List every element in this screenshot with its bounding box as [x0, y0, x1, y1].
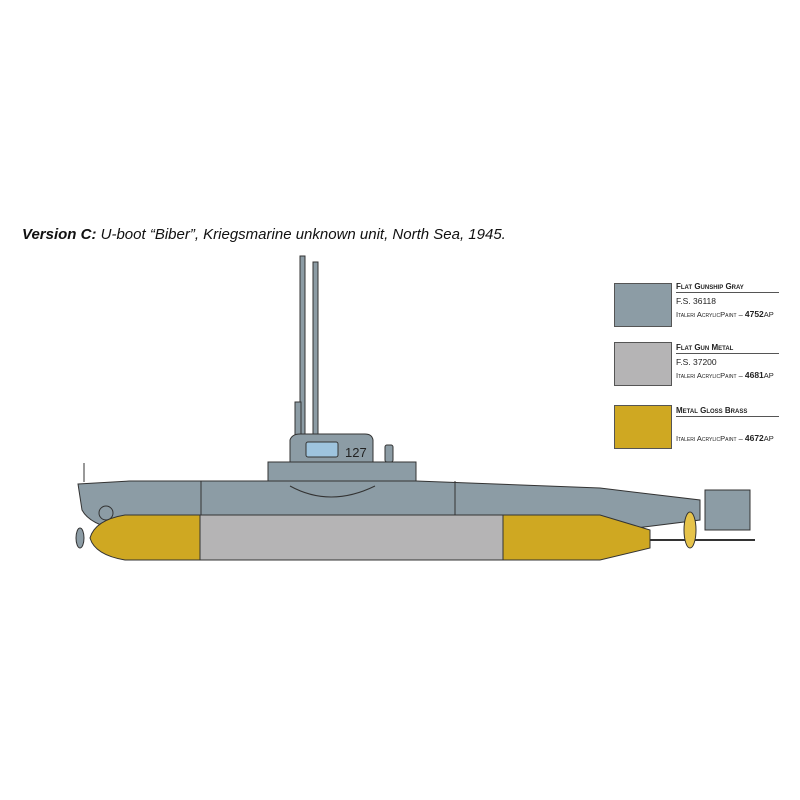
- legend-brand: Italeri AcrylicPaint –: [676, 371, 745, 380]
- legend-fs: [676, 420, 779, 430]
- legend-suffix: AP: [763, 310, 774, 319]
- legend-name: Flat Gunship Gray: [676, 282, 779, 293]
- swatch-gun-metal: [614, 342, 672, 386]
- air-mast: [312, 261, 319, 447]
- version-title: Version C: U-boot “Biber”, Kriegsmarine …: [22, 226, 506, 243]
- version-description: U-boot “Biber”, Kriegsmarine unknown uni…: [96, 226, 506, 243]
- version-label: Version C:: [22, 226, 97, 243]
- legend-code: 4681: [744, 370, 764, 380]
- legend-brand: Italeri AcrylicPaint –: [676, 310, 745, 319]
- legend-gun-metal: Flat Gun Metal F.S. 37200 Italeri Acryli…: [676, 343, 779, 380]
- torpedo-body: [199, 514, 504, 561]
- legend-name: Metal Gloss Brass: [676, 406, 779, 417]
- legend-brand: Italeri AcrylicPaint –: [676, 434, 745, 443]
- swatch-gloss-brass: [614, 405, 672, 449]
- legend-code: 4752: [744, 309, 764, 319]
- legend-suffix: AP: [763, 371, 774, 380]
- porthole: [98, 505, 114, 521]
- torpedo-tail: [502, 514, 651, 561]
- legend-fs: F.S. 37200: [676, 357, 717, 367]
- legend-name: Flat Gun Metal: [676, 343, 779, 354]
- legend-gunship-gray: Flat Gunship Gray F.S. 36118 Italeri Acr…: [676, 282, 779, 319]
- hull-number: 127: [345, 445, 367, 460]
- legend-code: 4672: [744, 433, 764, 443]
- swatch-gunship-gray: [614, 283, 672, 327]
- legend-gloss-brass: Metal Gloss Brass Italeri AcrylicPaint –…: [676, 406, 779, 443]
- torpedo-nose: [89, 514, 201, 561]
- propeller: [683, 511, 697, 549]
- legend-suffix: AP: [763, 434, 774, 443]
- rudder: [704, 489, 751, 531]
- tower-window: [305, 441, 339, 458]
- legend-fs: F.S. 36118: [676, 296, 717, 306]
